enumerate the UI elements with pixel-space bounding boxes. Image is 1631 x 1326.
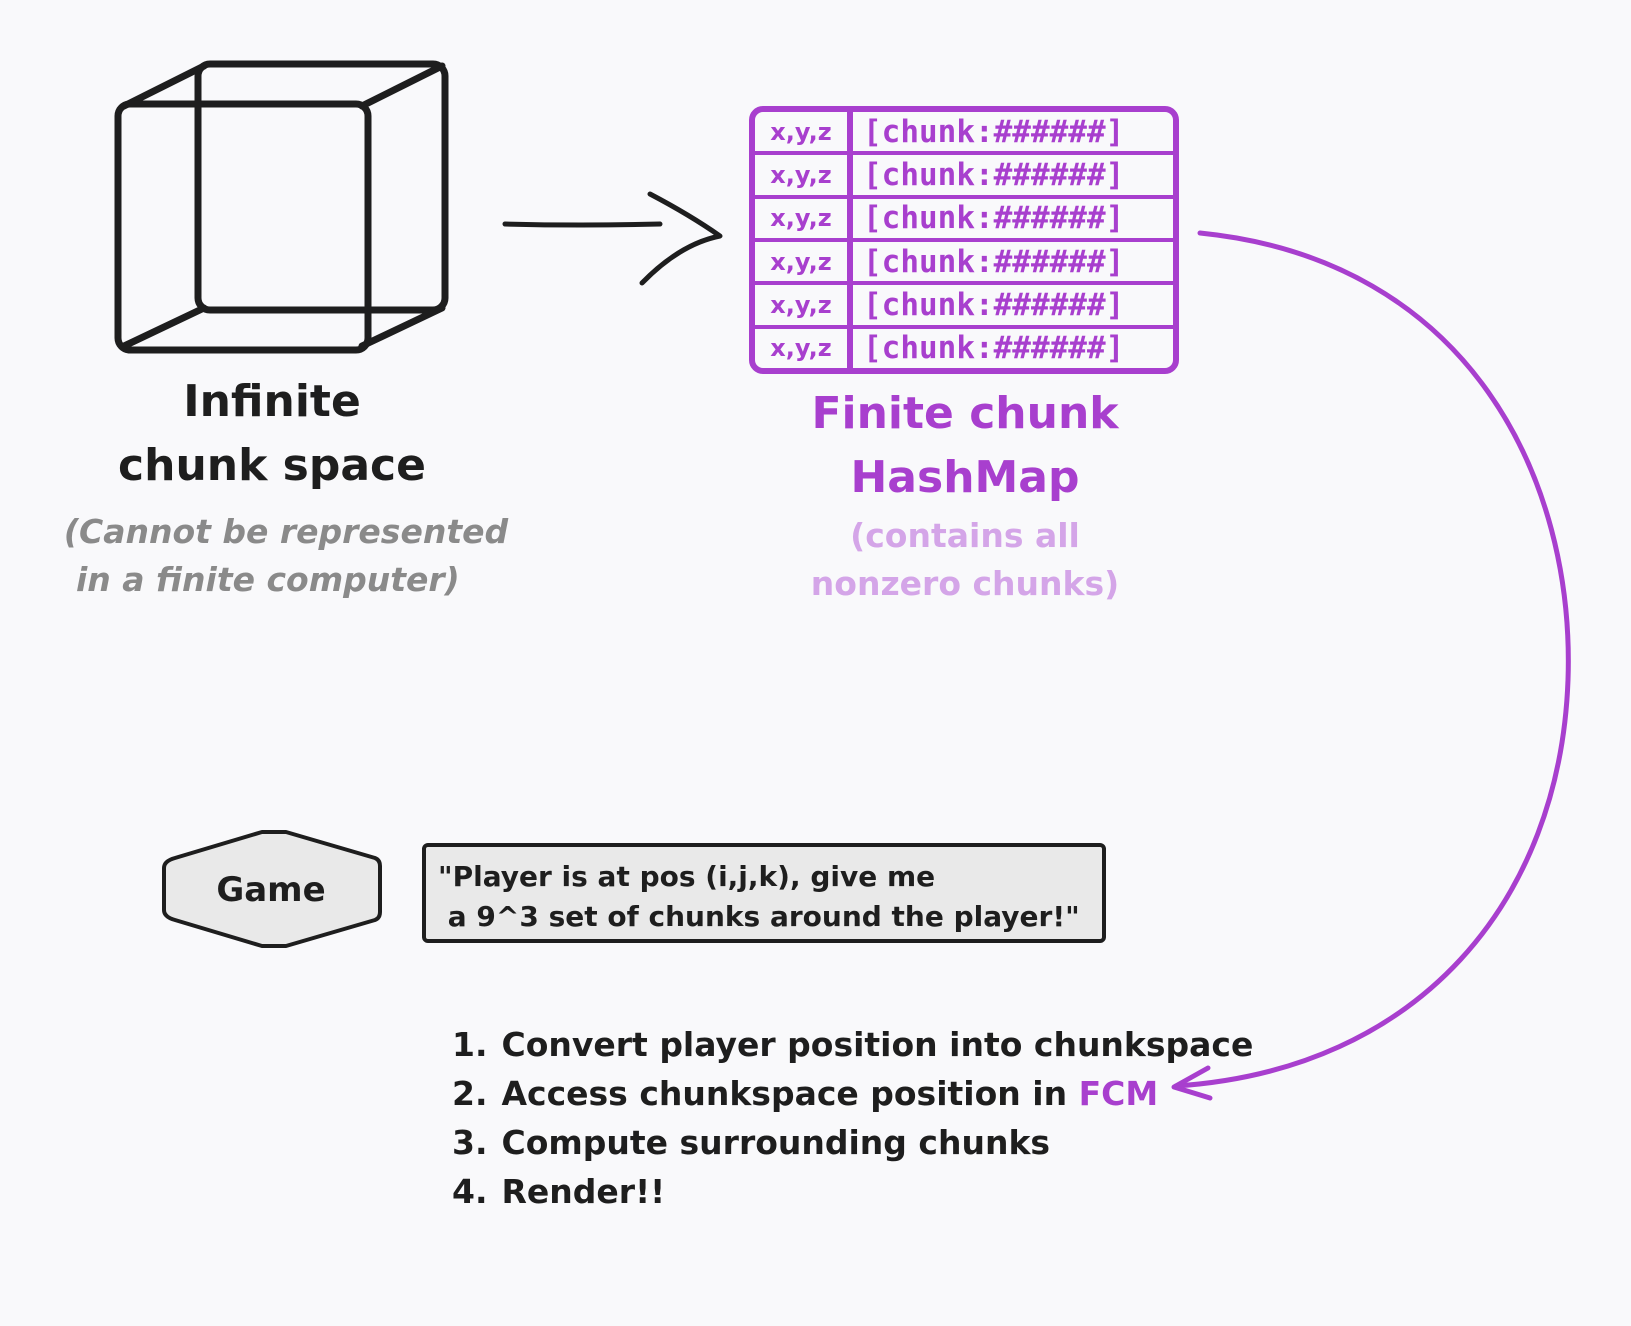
hashmap-key-cell: x,y,z	[755, 241, 853, 282]
infinite-space-subtitle-line2: in a finite computer)	[76, 560, 460, 599]
game-hexagon	[162, 830, 382, 948]
hashmap-row: x,y,z [chunk:######]	[755, 241, 1173, 286]
step-number: 1.	[452, 1025, 488, 1064]
hashmap-value-cell: [chunk:######]	[863, 243, 1125, 280]
step-number: 4.	[452, 1172, 488, 1211]
hashmap-row: x,y,z [chunk:######]	[755, 112, 1173, 156]
step-text: Convert player position into chunkspace	[501, 1025, 1254, 1064]
hashmap-title: Finite chunk HashMap	[760, 382, 1170, 510]
cube-icon	[114, 60, 449, 354]
step-highlight: FCM	[1078, 1074, 1159, 1113]
hashmap-table: x,y,z[chunk:######]x,y,z[chunk:######]x,…	[749, 106, 1179, 374]
request-line1: "Player is at pos (i,j,k), give me	[438, 860, 936, 893]
hashmap-value-cell: [chunk:######]	[863, 330, 1125, 367]
hashmap-subtitle-line1: (contains all	[850, 516, 1080, 555]
hashmap-key-cell: x,y,z	[755, 198, 853, 238]
hashmap-key-cell: x,y,z	[755, 328, 853, 368]
hashmap-subtitle: (contains all nonzero chunks)	[760, 512, 1170, 608]
hashmap-title-line1: Finite chunk	[811, 388, 1119, 439]
hashmap-row: x,y,z [chunk:######]	[755, 155, 1173, 199]
hashmap-key-cell: x,y,z	[755, 285, 853, 325]
step-item: 1. Convert player position into chunkspac…	[452, 1020, 1253, 1069]
curved-arrow-icon	[1171, 230, 1571, 1101]
hashmap-value-cell: [chunk:######]	[863, 156, 1125, 193]
hashmap-key-cell: x,y,z	[755, 155, 853, 195]
step-text: Compute surrounding chunks	[501, 1123, 1051, 1162]
hashmap-key-cell: x,y,z	[755, 112, 853, 152]
request-line2: a 9^3 set of chunks around the player!"	[438, 900, 1080, 933]
hashmap-value-cell: [chunk:######]	[863, 200, 1125, 237]
step-number: 3.	[452, 1123, 488, 1162]
step-item: 2. Access chunkspace position in FCM	[452, 1069, 1253, 1118]
hashmap-title-line2: HashMap	[850, 452, 1080, 503]
hashmap-value-cell: [chunk:######]	[863, 113, 1125, 150]
hashmap-row: x,y,z [chunk:######]	[755, 285, 1173, 329]
hashmap-row: x,y,z [chunk:######]	[755, 198, 1173, 242]
game-label: Game	[216, 870, 326, 910]
hashmap-subtitle-line2: nonzero chunks)	[810, 564, 1120, 603]
step-item: 3. Compute surrounding chunks	[452, 1118, 1253, 1167]
infinite-space-title-line1: Infinite	[183, 376, 361, 427]
step-item: 4. Render!!	[452, 1167, 1253, 1216]
infinite-space-title: Infinite chunk space	[100, 370, 444, 498]
infinite-space-subtitle: (Cannot be represented in a finite compu…	[56, 508, 516, 604]
request-box: "Player is at pos (i,j,k), give me a 9^3…	[422, 843, 1106, 943]
infinite-space-title-line2: chunk space	[118, 440, 426, 491]
infinite-space-subtitle-line1: (Cannot be represented	[63, 512, 509, 551]
hashmap-row: x,y,z [chunk:######]	[755, 328, 1173, 368]
step-number: 2.	[452, 1074, 488, 1113]
hashmap-value-cell: [chunk:######]	[863, 286, 1125, 323]
step-text: Access chunkspace position in	[501, 1074, 1079, 1113]
steps-list: 1. Convert player position into chunkspac…	[452, 1020, 1253, 1216]
step-text: Render!!	[501, 1172, 666, 1211]
right-arrow-icon	[502, 191, 723, 286]
